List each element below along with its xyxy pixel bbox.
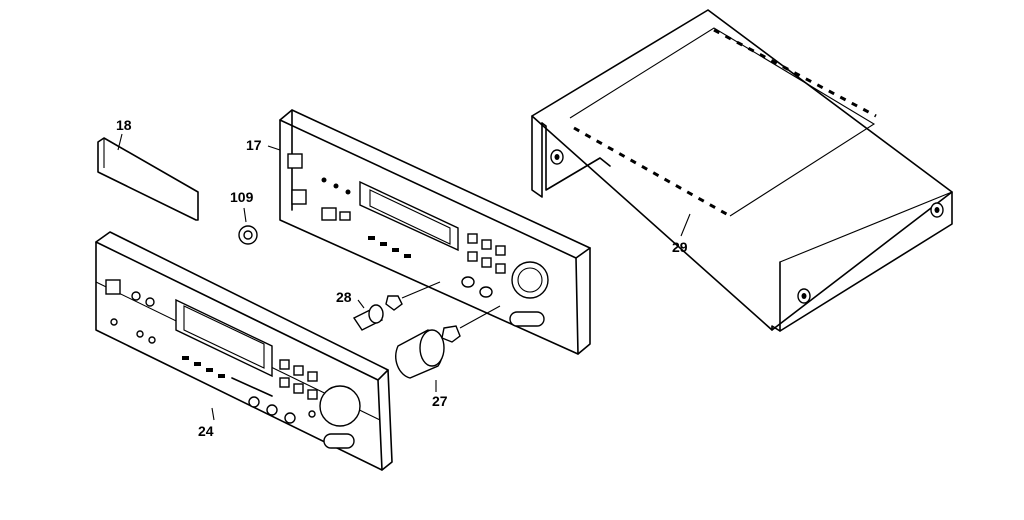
front-chassis-part [267, 109, 591, 355]
label-part-24: 24 [198, 423, 214, 439]
display-window-part [97, 133, 199, 221]
small-knob-part [352, 281, 441, 331]
front-panel-part [95, 231, 393, 471]
label-part-18: 18 [116, 117, 132, 133]
label-part-27: 27 [432, 393, 448, 409]
label-part-109: 109 [230, 189, 254, 205]
large-knob-part [395, 305, 501, 392]
nut-part [238, 207, 258, 245]
top-cover-part [531, 9, 953, 332]
label-part-28: 28 [336, 289, 352, 305]
label-part-17: 17 [246, 137, 262, 153]
label-part-29: 29 [672, 239, 688, 255]
